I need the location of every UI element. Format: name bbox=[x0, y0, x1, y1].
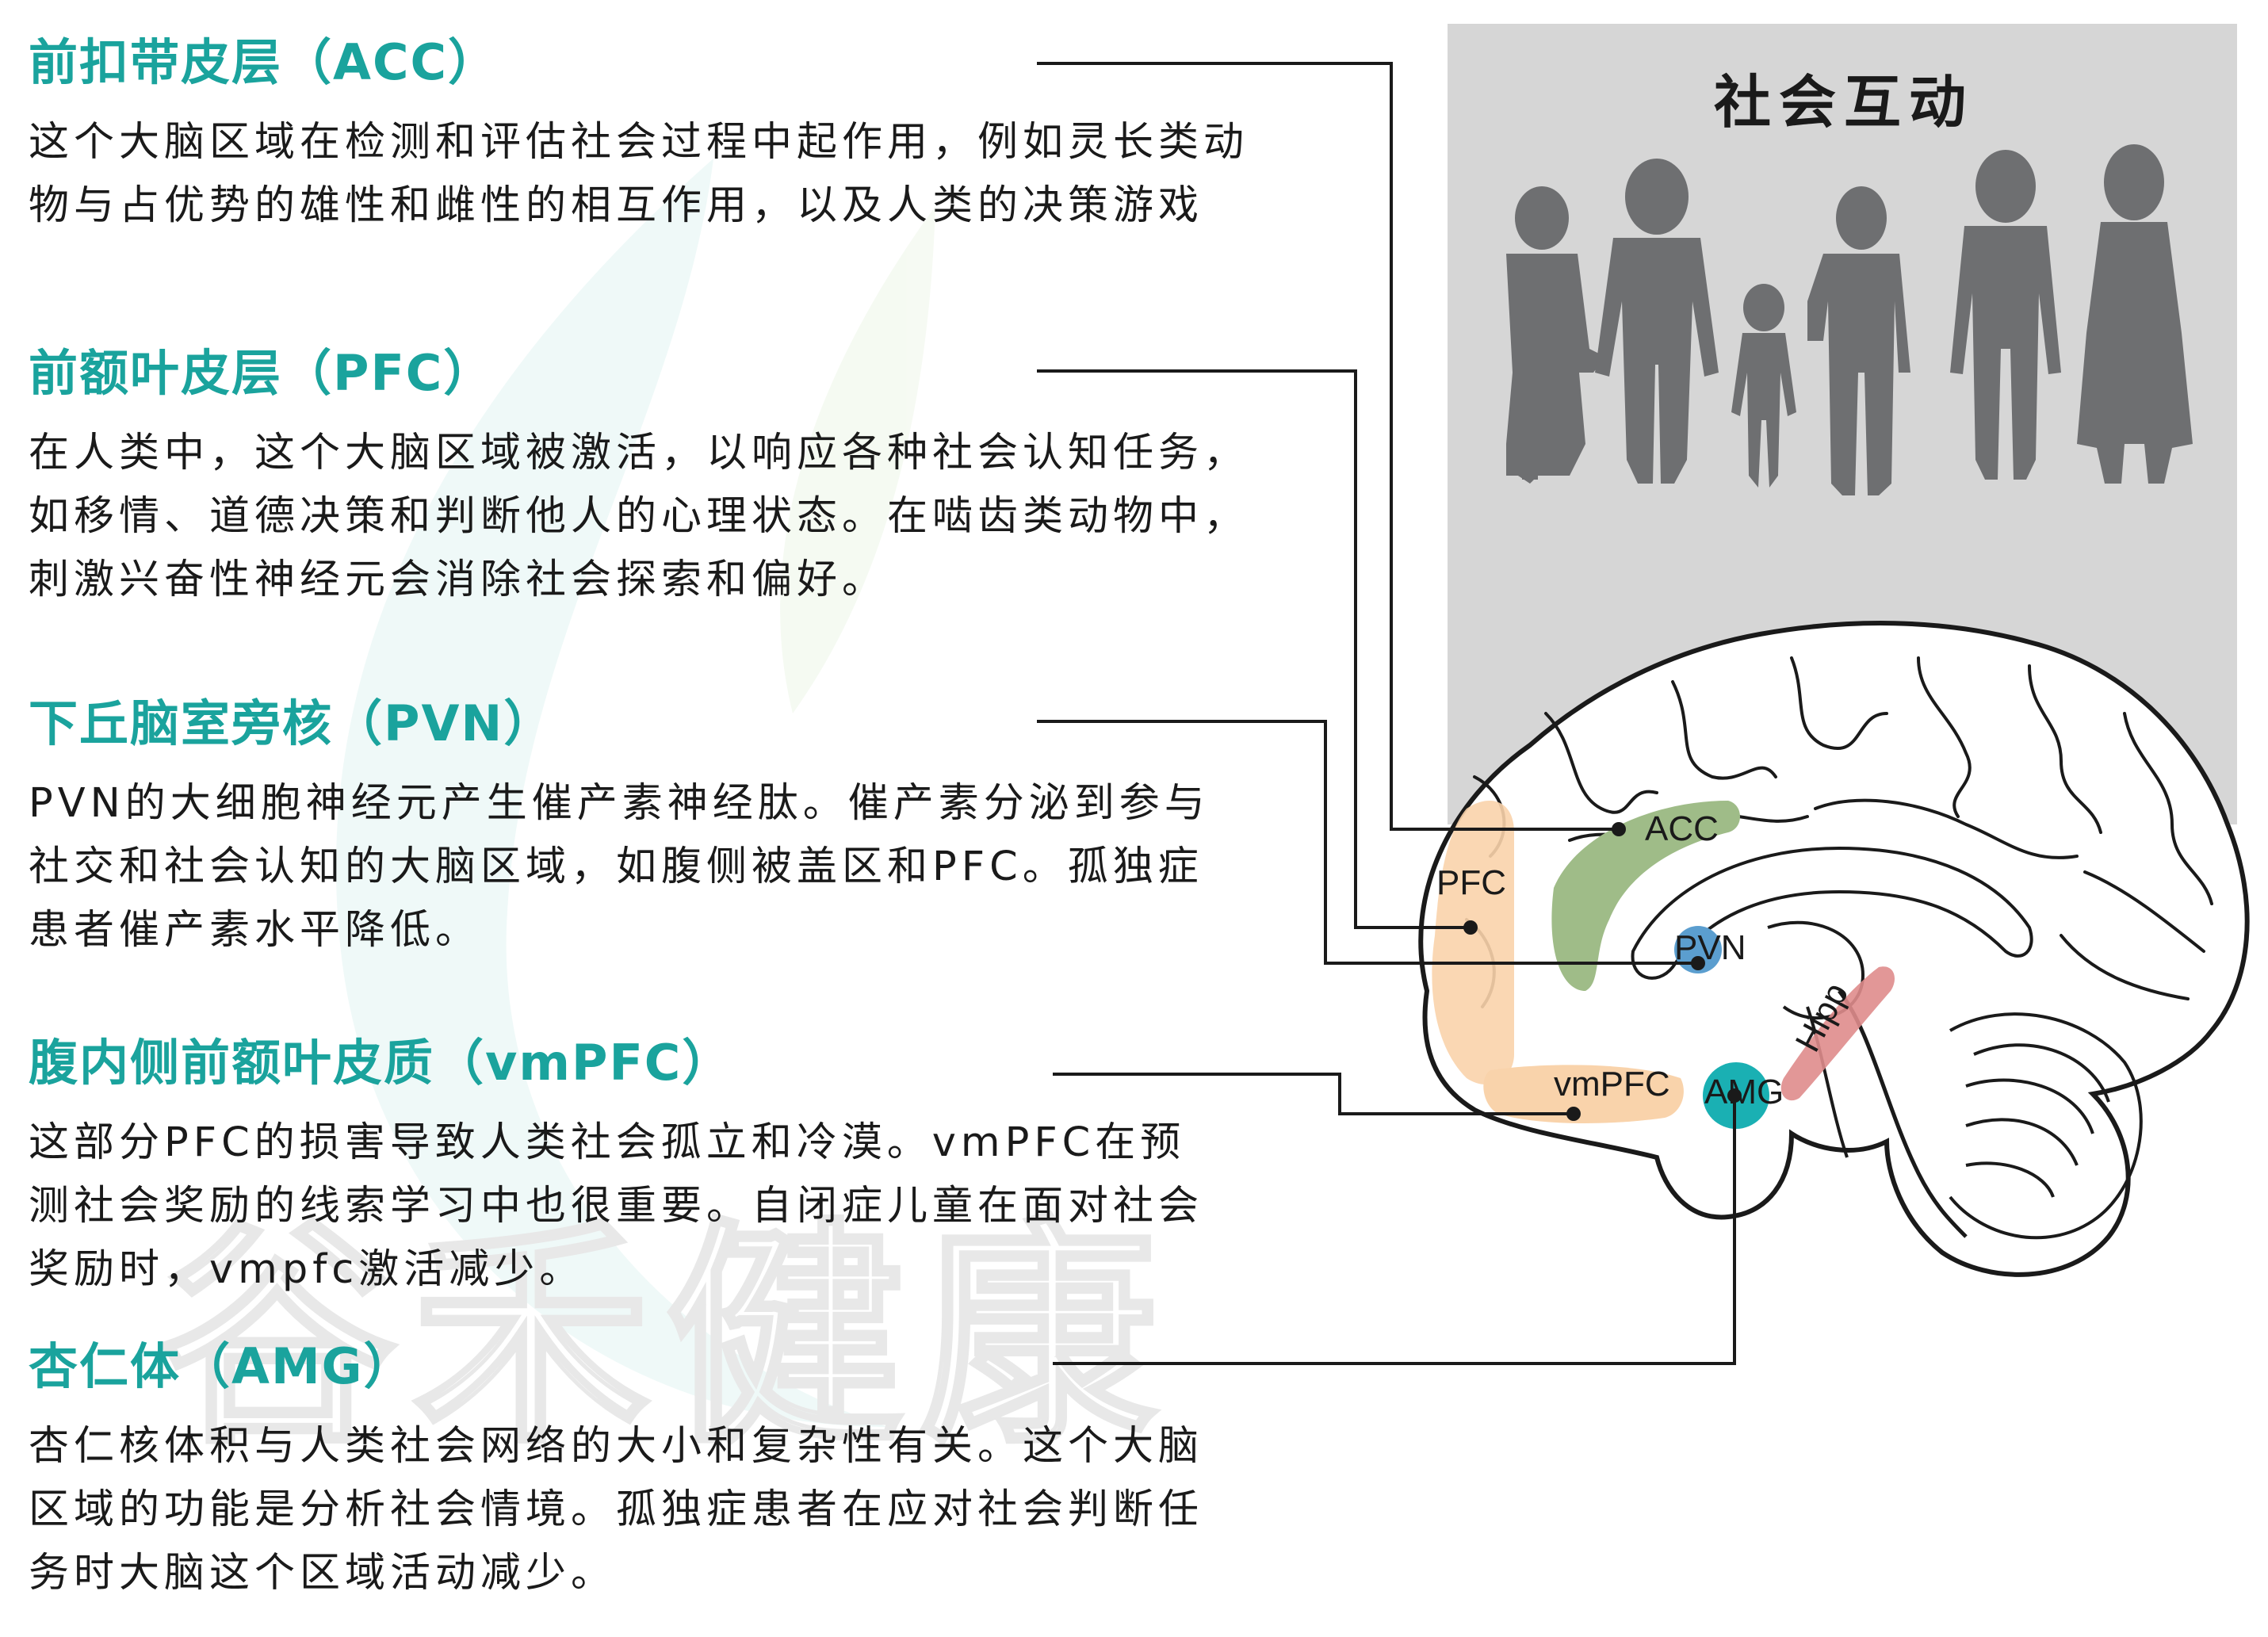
leader-line-acc bbox=[1037, 62, 1619, 831]
vmpfc-body: 这部分PFC的损害导致人类社会孤立和冷漠。vmPFC在预 测社会奖励的线索学习中… bbox=[29, 1119, 1204, 1293]
watermark-logo bbox=[335, 159, 935, 1427]
pvn-label: PVN bbox=[1674, 928, 1746, 967]
amg-description: 杏仁体（AMG） 杏仁核体积与人类社会网络的大小和复杂性有关。这个大脑 区域的功… bbox=[29, 1342, 1344, 1605]
acc-label: ACC bbox=[1645, 809, 1719, 848]
leader-line-amg bbox=[1053, 1096, 1736, 1365]
amg-body: 杏仁核体积与人类社会网络的大小和复杂性有关。这个大脑 区域的功能是分析社会情境。… bbox=[29, 1423, 1204, 1597]
social-interaction-title: 社会互动 bbox=[1713, 69, 1974, 136]
vmpfc-region bbox=[1483, 1065, 1684, 1123]
vmpfc-description: 腹内侧前额叶皮质（vmPFC） 这部分PFC的损害导致人类社会孤立和冷漠。vmP… bbox=[29, 1038, 1344, 1302]
acc-heading: 前扣带皮层（ACC） bbox=[29, 33, 499, 91]
brainstem bbox=[1838, 989, 1968, 1238]
leader-dot-pvn bbox=[1691, 956, 1705, 970]
acc-body: 这个大脑区域在检测和评估社会过程中起作用，例如灵长类动 物与占优势的雄性和雌性的… bbox=[29, 119, 1249, 229]
pfc-label: PFC bbox=[1436, 863, 1506, 902]
acc-description: 前扣带皮层（ACC） 这个大脑区域在检测和评估社会过程中起作用，例如灵长类动 物… bbox=[29, 38, 1344, 238]
hipp-region bbox=[1780, 966, 1895, 1101]
pfc-heading: 前额叶皮层（PFC） bbox=[29, 344, 495, 402]
leader-line-pfc bbox=[1037, 369, 1471, 929]
leader-dot-pfc bbox=[1463, 920, 1478, 935]
vmpfc-label: vmPFC bbox=[1554, 1065, 1670, 1103]
person-silhouette bbox=[1950, 150, 2061, 480]
person-silhouette bbox=[1731, 284, 1796, 488]
people-silhouettes bbox=[1506, 144, 2193, 495]
amg-label: AMG bbox=[1704, 1073, 1784, 1111]
pfc-region bbox=[1432, 801, 1514, 1085]
amg-heading: 杏仁体（AMG） bbox=[29, 1337, 415, 1395]
leader-line-pvn bbox=[1037, 720, 1698, 965]
leader-dot-amg bbox=[1727, 1088, 1742, 1103]
person-silhouette bbox=[1506, 186, 1605, 484]
cerebellum bbox=[1949, 1012, 2143, 1240]
person-silhouette bbox=[1807, 186, 1910, 495]
pfc-description: 前额叶皮层（PFC） 在人类中，这个大脑区域被激活，以响应各种社会认知任务， 如… bbox=[29, 349, 1344, 612]
pfc-body: 在人类中，这个大脑区域被激活，以响应各种社会认知任务， 如移情、道德决策和判断他… bbox=[29, 430, 1249, 603]
acc-region bbox=[1551, 801, 1740, 991]
leader-line-vmpfc bbox=[1053, 1073, 1574, 1115]
person-silhouette bbox=[2077, 144, 2193, 484]
pvn-description: 下丘脑室旁核（PVN） PVN的大细胞神经元产生催产素神经肽。催产素分泌到参与 … bbox=[29, 699, 1344, 962]
leader-dot-vmpfc bbox=[1566, 1107, 1581, 1121]
vmpfc-heading: 腹内侧前额叶皮质（vmPFC） bbox=[29, 1034, 733, 1092]
leader-lines bbox=[1037, 62, 1736, 1365]
person-silhouette bbox=[1595, 159, 1719, 484]
pvn-body: PVN的大细胞神经元产生催产素神经肽。催产素分泌到参与 社交和社会认知的大脑区域… bbox=[29, 780, 1210, 954]
leader-dot-acc bbox=[1612, 822, 1626, 836]
pvn-heading: 下丘脑室旁核（PVN） bbox=[29, 694, 555, 752]
watermark-text: 谷禾健康 bbox=[159, 1199, 1173, 1475]
